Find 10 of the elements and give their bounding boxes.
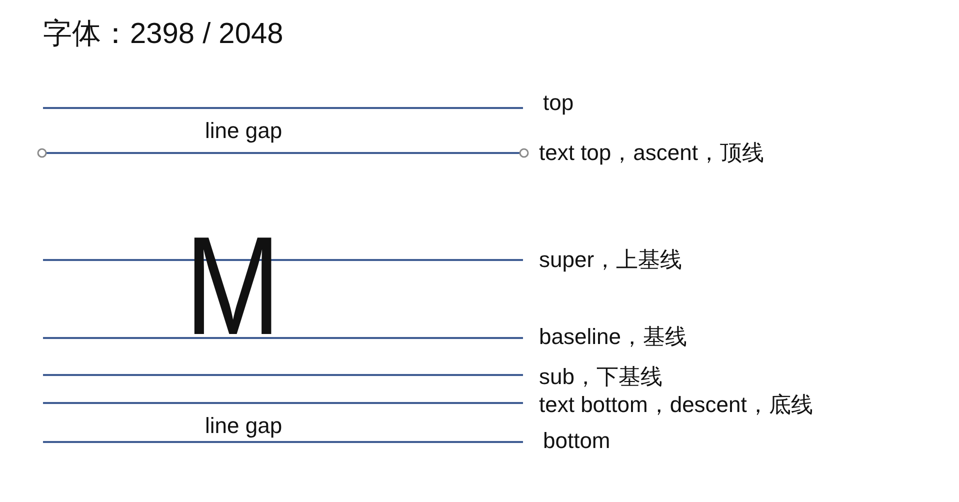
- line-label: baseline，基线: [539, 324, 687, 350]
- line-label: super，上基线: [539, 247, 682, 273]
- gap-label: line gap: [205, 413, 282, 439]
- line-label: sub，下基线: [539, 364, 662, 390]
- line-label: bottom: [543, 428, 610, 454]
- line-label: text top，ascent，顶线: [539, 140, 764, 166]
- gap-label: line gap: [205, 118, 282, 144]
- line-label: text bottom，descent，底线: [539, 392, 813, 418]
- line-label: top: [543, 90, 574, 116]
- diagram-title: 字体：2398 / 2048: [43, 17, 284, 51]
